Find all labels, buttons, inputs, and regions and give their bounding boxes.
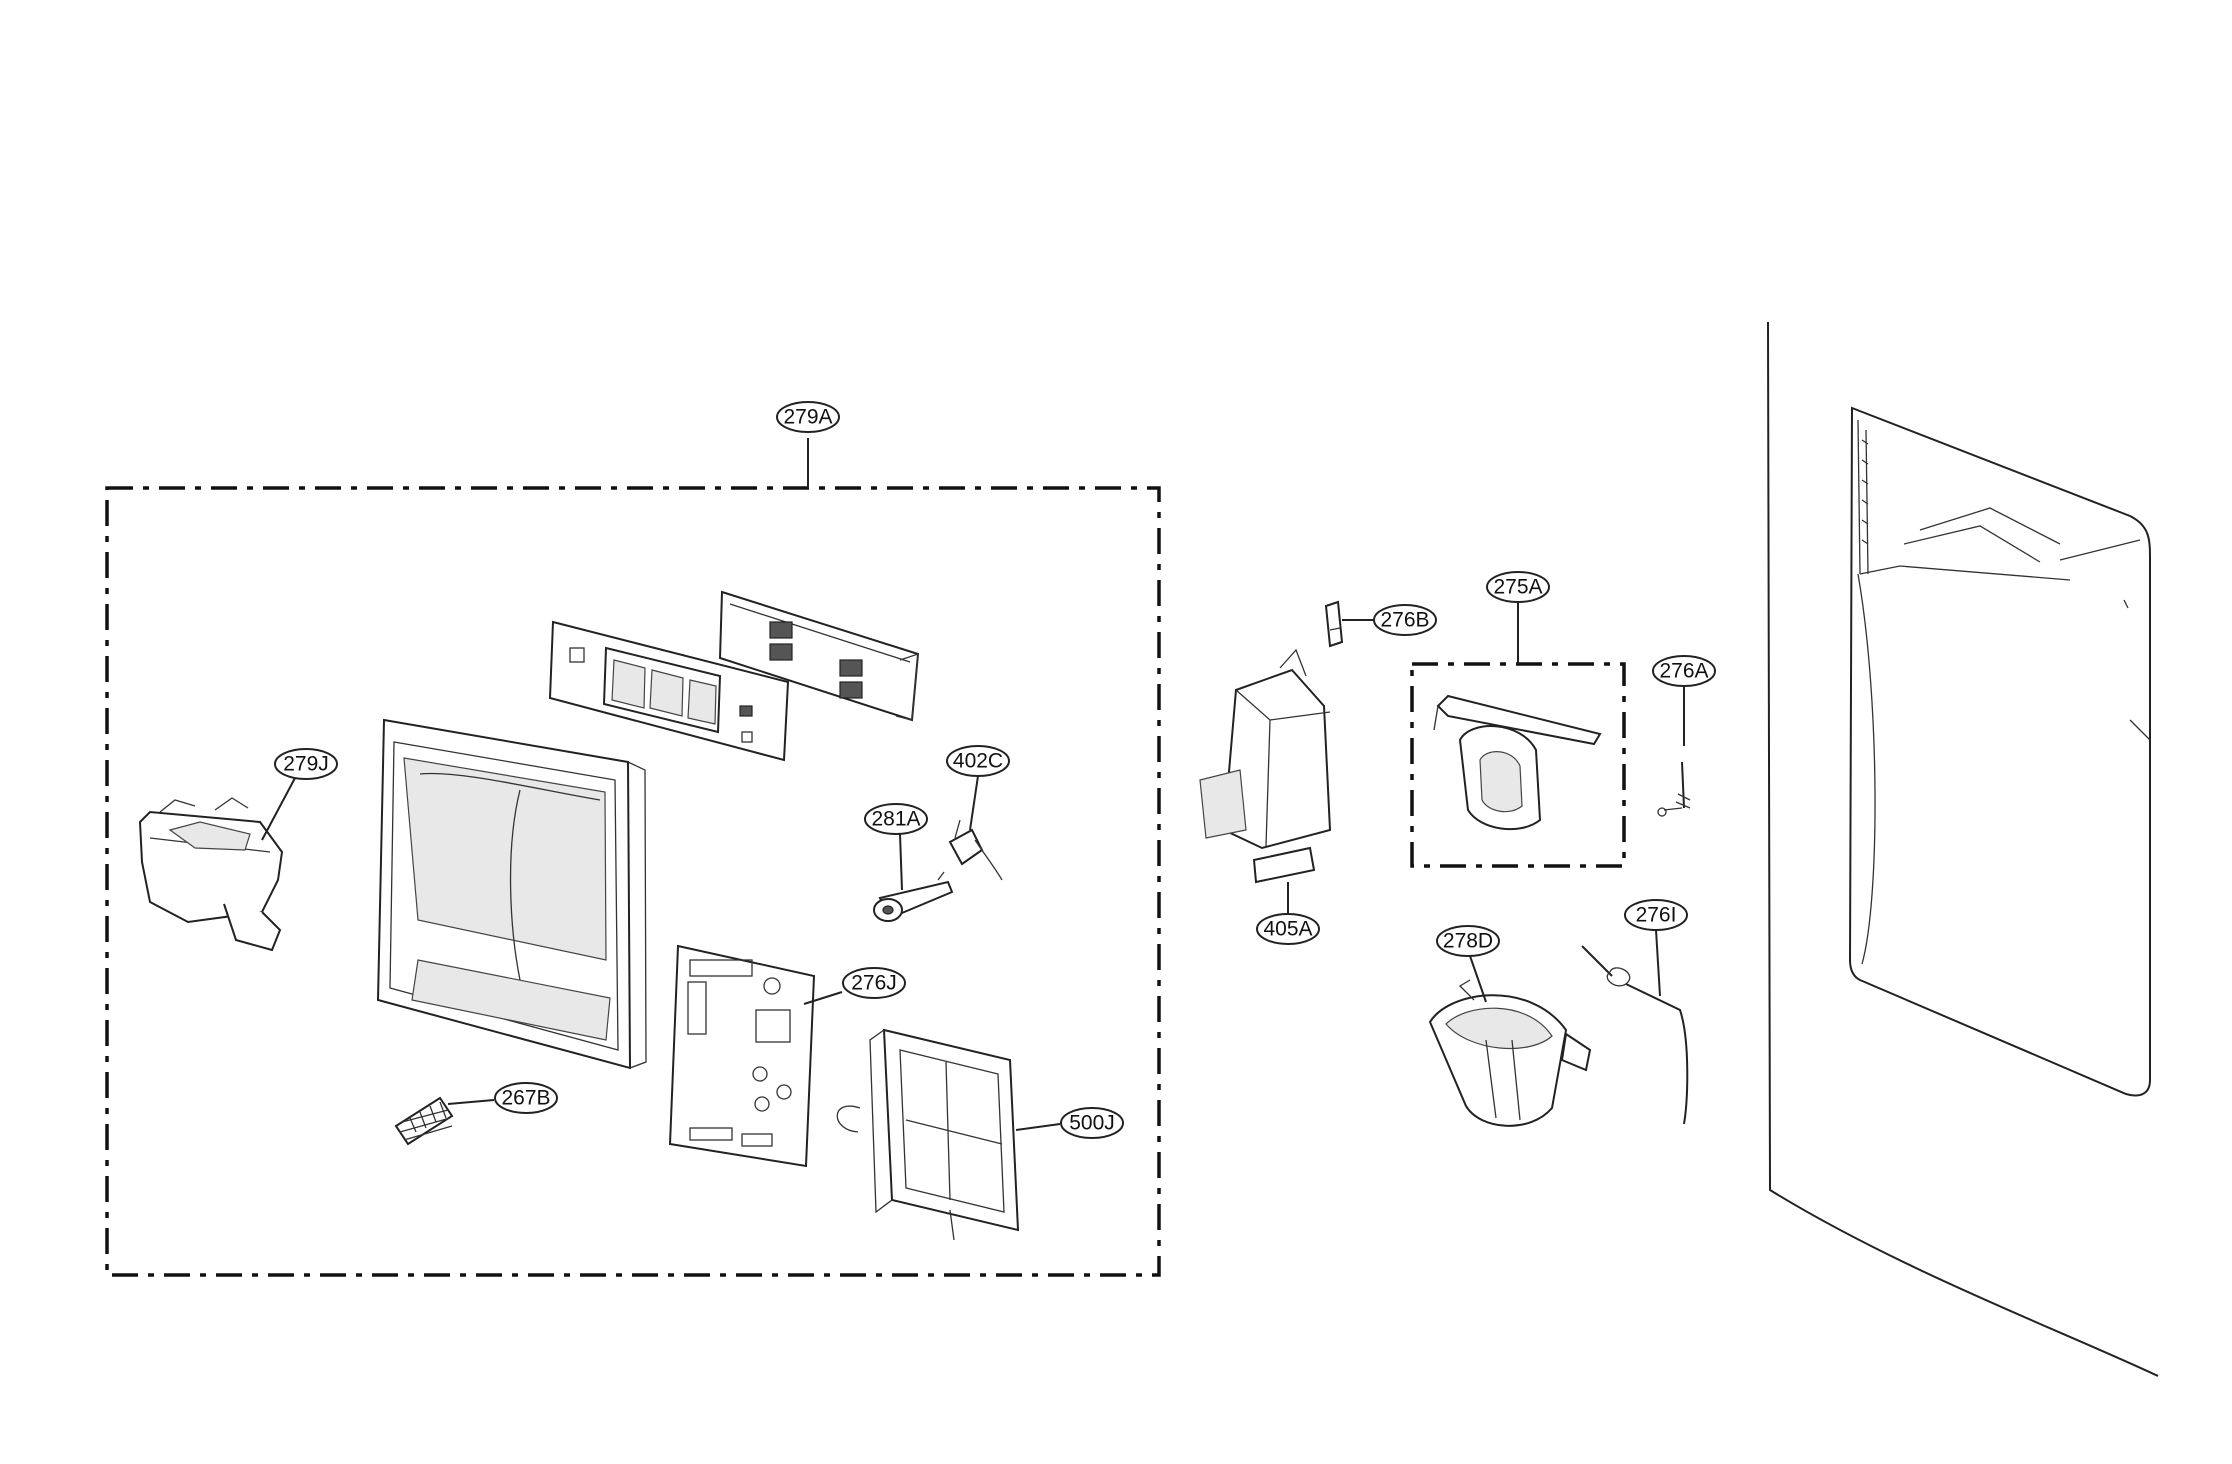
callout-276I[interactable]: 276I: [1624, 899, 1688, 931]
leader-402C: [969, 775, 979, 831]
leader-500J: [1015, 1123, 1061, 1131]
refrigerator-door: [1767, 321, 2159, 1377]
callout-281A[interactable]: 281A: [864, 803, 928, 835]
callout-276J[interactable]: 276J: [842, 967, 906, 999]
callout-500J[interactable]: 500J: [1060, 1107, 1124, 1139]
callout-281A-label: 281A: [871, 808, 920, 831]
callout-402C[interactable]: 402C: [946, 745, 1010, 777]
callout-279J-label: 279J: [283, 753, 329, 776]
part-276J: [668, 944, 816, 1168]
callout-276I-label: 276I: [1636, 904, 1677, 927]
callout-275A-label: 275A: [1493, 576, 1542, 599]
assembly-279A-boundary: [105, 486, 1161, 1277]
callout-405A-label: 405A: [1263, 918, 1312, 941]
callout-402C-label: 402C: [953, 750, 1003, 773]
part-control-panel-rear: [718, 590, 920, 722]
callout-276B[interactable]: 276B: [1373, 604, 1437, 636]
callout-276J-label: 276J: [851, 972, 897, 995]
part-405A: [1199, 648, 1332, 884]
callout-276B-label: 276B: [1380, 609, 1429, 632]
callout-276A[interactable]: 276A: [1652, 655, 1716, 687]
leader-279J: [261, 777, 296, 841]
part-276A: [1657, 761, 1691, 817]
part-500J: [836, 1028, 1020, 1241]
callout-279J[interactable]: 279J: [274, 748, 338, 780]
callout-278D-label: 278D: [1443, 930, 1493, 953]
part-278D: [1428, 979, 1592, 1127]
part-276B: [1324, 600, 1344, 648]
callout-276A-label: 276A: [1659, 660, 1708, 683]
part-275A: [1433, 694, 1602, 831]
callout-267B-label: 267B: [501, 1087, 550, 1110]
callout-275A[interactable]: 275A: [1486, 571, 1550, 603]
part-402C: [948, 819, 1003, 881]
leader-276I: [1655, 929, 1661, 997]
leader-267B: [447, 1099, 495, 1105]
leader-276J: [803, 991, 843, 1005]
part-267B: [394, 1096, 454, 1146]
part-control-panel-front: [548, 620, 790, 762]
callout-500J-label: 500J: [1069, 1112, 1115, 1135]
callout-279A-label: 279A: [783, 406, 832, 429]
part-279J: [138, 797, 284, 952]
callout-405A[interactable]: 405A: [1256, 913, 1320, 945]
part-276I: [1581, 945, 1689, 1125]
callout-279A[interactable]: 279A: [776, 401, 840, 433]
callout-267B[interactable]: 267B: [494, 1082, 558, 1114]
callout-278D[interactable]: 278D: [1436, 925, 1500, 957]
leader-278D: [1469, 955, 1487, 1003]
part-281A: [873, 871, 954, 922]
part-dispenser-housing: [376, 718, 647, 1070]
leader-281A: [899, 833, 903, 891]
